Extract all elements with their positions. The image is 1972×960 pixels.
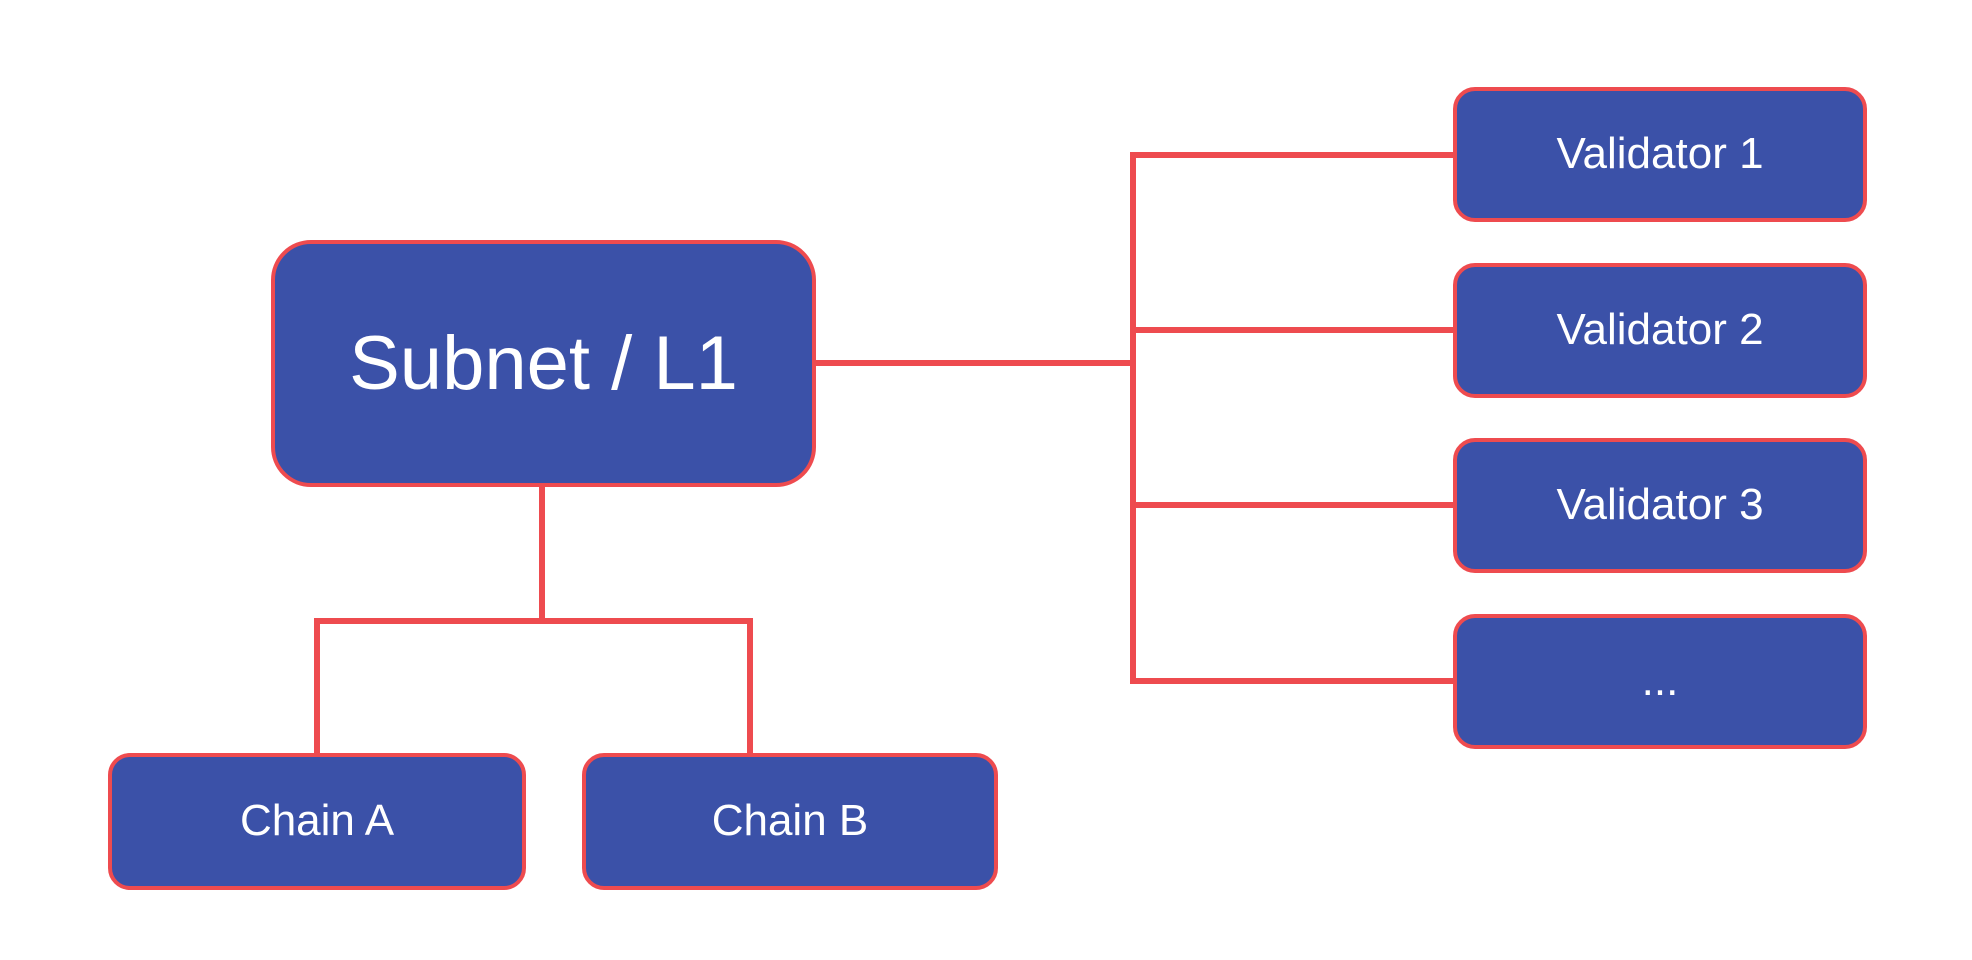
node-validator-ellipsis: ... bbox=[1453, 614, 1867, 749]
node-chain-b: Chain B bbox=[582, 753, 998, 890]
node-subnet-l1-label: Subnet / L1 bbox=[349, 320, 738, 406]
connector-branch-validator-3 bbox=[1136, 502, 1453, 508]
connector-validator-trunk bbox=[1130, 152, 1136, 684]
connector-drop-chain-b bbox=[747, 618, 753, 753]
connector-branch-validator-2 bbox=[1136, 327, 1453, 333]
node-validator-1-label: Validator 1 bbox=[1556, 129, 1764, 179]
connector-branch-validator-more bbox=[1136, 678, 1453, 684]
node-validator-1: Validator 1 bbox=[1453, 87, 1867, 222]
node-chain-a-label: Chain A bbox=[239, 796, 395, 846]
node-validator-2: Validator 2 bbox=[1453, 263, 1867, 398]
connector-drop-chain-a bbox=[314, 618, 320, 753]
node-validator-2-label: Validator 2 bbox=[1556, 305, 1764, 355]
node-chain-a: Chain A bbox=[108, 753, 526, 890]
node-chain-b-label: Chain B bbox=[711, 796, 869, 846]
connector-branch-validator-1 bbox=[1136, 152, 1453, 158]
node-validator-3: Validator 3 bbox=[1453, 438, 1867, 573]
connector-chains-crossbar bbox=[314, 618, 753, 624]
connector-subnet-to-chains bbox=[539, 487, 545, 624]
node-validator-3-label: Validator 3 bbox=[1556, 480, 1764, 530]
node-validator-ellipsis-label: ... bbox=[1641, 656, 1679, 706]
connector-subnet-to-trunk bbox=[816, 360, 1136, 366]
node-subnet-l1: Subnet / L1 bbox=[271, 240, 816, 487]
